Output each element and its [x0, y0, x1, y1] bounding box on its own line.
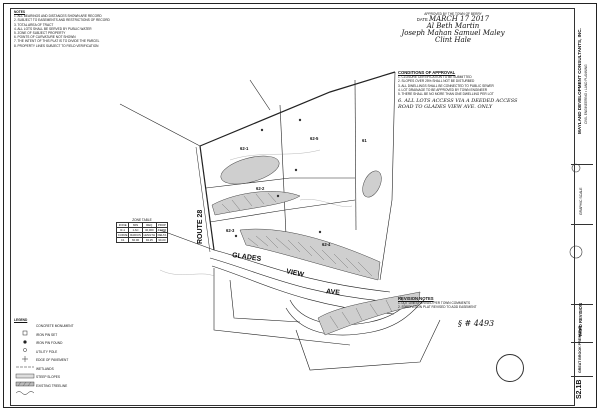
legend-row: EDGE OF PAVEMENT [14, 356, 124, 368]
legend-row: CONCRETE MONUMENT [14, 322, 124, 336]
revision-item: 2. SUBDIVISION PLAT REVISED TO ADD EASEM… [398, 305, 477, 310]
condition-item: 2. SLOPES OVER 25% SHALL NOT BE DISTURBE… [398, 79, 475, 84]
legend-row: STEEP SLOPES [14, 373, 124, 387]
legend-label: IRON PIN FOUND [36, 341, 63, 346]
project-cell: GREAT BROOK PRESERVE [571, 326, 593, 376]
condition-item: 5. THERE SHALL BE NO MORE THAN ONE DWELL… [398, 92, 494, 97]
approval-date-value: MARCH 17 2017 [428, 15, 490, 24]
notes-heading: NOTES [14, 10, 25, 14]
zone-cell: RADIUS [128, 232, 143, 239]
engineer-seal [496, 354, 524, 382]
lot-label: 62-3 [226, 228, 235, 233]
legend-label: STEEP SLOPES [36, 375, 61, 380]
firm-name: MAYLAND DEVELOPMENT CONSULTANTS, INC. [577, 28, 582, 134]
legend-label: EDGE OF PAVEMENT [36, 358, 69, 363]
drawing-frame [10, 8, 575, 406]
note-item: 7. THE INTENT OF THIS PLAT IS TO DIVIDE … [14, 39, 100, 44]
road-label-ave: AVE [325, 288, 341, 297]
legend-row: WETLANDS [14, 365, 124, 379]
general-notes: NOTES 1. ALL BEARINGS AND DISTANCES SHOW… [14, 10, 164, 48]
graphic-scale-label: GRAPHIC SCALE [579, 187, 583, 215]
lot-label: 61 [362, 138, 367, 143]
utility-pole-icon [14, 349, 36, 362]
condition-item: 1. CLOSURE CERTIFICATION TO BE SUBMITTED [398, 75, 472, 80]
sheet-number-cell: S2.1B [571, 376, 593, 402]
note-item: 6. POINTS OF CURVATURE NOT SHOWN [14, 35, 76, 40]
zone-cell: 94.25 [141, 237, 157, 244]
legend-label: IRON PIN SET [36, 332, 58, 337]
lot-label: 62-5 [310, 136, 319, 141]
lot-label: 62-2 [256, 186, 265, 191]
sheet-number: S2.1B [576, 379, 583, 399]
note-item: 8. PROPERTY LINES SUBJECT TO FIELD VERIF… [14, 43, 99, 48]
zone-cell: C1 [115, 237, 130, 244]
legend-label: EXISTING TREELINE [36, 383, 68, 388]
condition-item: 4. LOT DRAINAGE TO BE APPROVED BY TOWN E… [398, 87, 488, 92]
condition-handwritten: 6. ALL LOTS ACCESS VIA A DEEDED ACCESS R… [398, 98, 518, 111]
legend-label: CONCRETE MONUMENT [36, 324, 74, 329]
legend-row: IRON PIN FOUND [14, 339, 124, 353]
firm-subtitle: CIVIL ENGINEERING • LAND PLANNING [584, 64, 588, 124]
note-item: 4. ALL LOTS SHALL BE SERVED BY PUBLIC WA… [14, 26, 92, 31]
pavement-line-icon [14, 357, 36, 368]
approval-signature: Al Beth Martin [426, 22, 480, 31]
legend-label: WETLANDS [36, 366, 54, 371]
seal-cell [571, 224, 593, 304]
note-item: 1. ALL BEARINGS AND DISTANCES SHOWN ARE … [14, 14, 102, 19]
approval-heading: APPROVED BY THE TOWN OF BERRY [424, 12, 482, 16]
legend-row: IRON PIN SET [14, 331, 124, 344]
zone-cell: 60.00 [128, 237, 143, 244]
approval-block: APPROVED BY THE TOWN OF BERRY DATE MARCH… [398, 12, 508, 44]
monument-icon [14, 323, 36, 336]
revision-item: 1. LOT LINES REVISED PER TOWN COMMENTS [398, 301, 471, 306]
approval-signature: Clint Hale [434, 36, 472, 45]
project-name: GREAT BROOK PRESERVE [578, 325, 582, 373]
iron-pin-set-icon [14, 332, 36, 344]
zone-cell: LENGTH [141, 232, 157, 239]
steep-slopes-icon [14, 374, 36, 387]
note-item: 2. SUBJECT TO EASEMENTS AND RESTRICTIONS… [14, 18, 110, 23]
title-block: MAYLAND DEVELOPMENT CONSULTANTS, INC. CI… [571, 4, 593, 402]
approval-date: DATE MARCH 17 2017 [398, 16, 508, 23]
legend-label: UTILITY POLE [36, 349, 58, 354]
approval-date-label: DATE [416, 17, 428, 23]
condition-item: 3. ALL DWELLINGS SHALL BE CONNECTED TO P… [398, 83, 494, 88]
note-item: 5. ZONE OF SUBJECT PROPERTY [14, 31, 66, 36]
legend-row: EXISTING TREELINE [14, 382, 124, 395]
conditions-heading: CONDITIONS OF APPROVAL [398, 70, 456, 75]
note-item: 3. TOTAL AREA OF TRACT [14, 22, 54, 27]
approval-signature: Joseph Mahan Samuel Maley [401, 29, 505, 38]
drawing-sheet [3, 3, 597, 408]
lot-label: 62-4 [322, 242, 331, 247]
zone-header: PROP [155, 222, 169, 229]
revision-notes: REVISION NOTES 1. LOT LINES REVISED PER … [398, 296, 526, 327]
sheet-type-cell: THIRD REVISION [571, 303, 593, 342]
zone-cell: 90-00 [155, 237, 169, 244]
zone-table-heading: ZONE TABLE [132, 218, 152, 222]
zone-table-grid: ZONE MIN REQ PROP R-1 1 AC 40,000 43,560… [115, 222, 169, 244]
zone-table: ZONE TABLE ZONE MIN REQ PROP R-1 1 AC 40… [115, 218, 169, 244]
zone-cell: DELTA [155, 232, 169, 239]
revision-handwritten: § # 4493 [458, 318, 495, 328]
legend-row: UTILITY POLE [14, 348, 124, 362]
wetlands-icon [14, 366, 36, 379]
legend: LEGEND CONCRETE MONUMENT IRON PIN SET IR… [14, 318, 124, 395]
legend-heading: LEGEND [14, 318, 28, 322]
lot-label: 62-1 [240, 146, 249, 151]
iron-pin-found-icon [14, 340, 36, 353]
zone-cell: 43,560 [155, 227, 169, 234]
revision-heading: REVISION NOTES [398, 296, 434, 301]
route-28-label: ROUTE 28 [197, 209, 204, 244]
zone-cell: CURVE [115, 232, 130, 239]
conditions-of-approval: CONDITIONS OF APPROVAL 1. CLOSURE CERTIF… [398, 70, 526, 110]
treeline-icon [14, 383, 36, 395]
scale-cell: GRAPHIC SCALE [571, 164, 593, 224]
